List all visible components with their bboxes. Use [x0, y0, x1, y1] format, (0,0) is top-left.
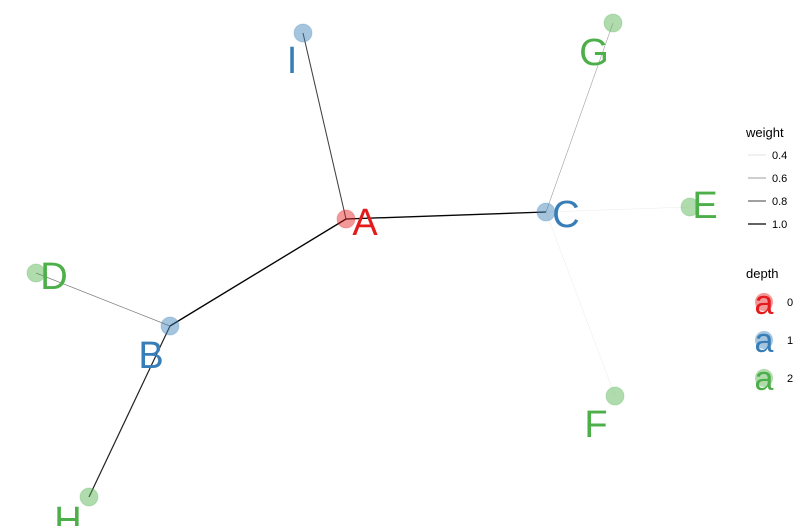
legend-weight-label-3: 1.0 — [772, 219, 787, 231]
legend-weight-label-1: 0.6 — [772, 173, 787, 185]
node-f — [605, 386, 625, 406]
edge-c-g — [545, 22, 614, 213]
edge-c-e — [545, 206, 691, 213]
legend-weight-label-2: 0.8 — [772, 196, 787, 208]
node-label-c: C — [552, 194, 579, 236]
legend-weight-label-0: 0.4 — [772, 150, 787, 162]
node-h — [79, 487, 99, 507]
node-b — [160, 316, 180, 336]
legend-depth-label-1: 1 — [787, 335, 793, 347]
legend-weight-title: weight — [745, 125, 784, 140]
legend-depth-glyph-1: a — [755, 322, 774, 360]
edge-b-h — [88, 325, 171, 498]
node-label-b: B — [138, 335, 163, 377]
node-label-h: H — [54, 500, 81, 526]
legend-depth-point-1 — [755, 331, 773, 349]
node-label-g: G — [579, 32, 609, 74]
edge-a-b — [169, 218, 347, 327]
edge-a-i — [302, 32, 347, 220]
node-label-a: A — [352, 202, 378, 244]
legend-depth-point-2 — [755, 369, 773, 387]
node-c — [536, 202, 556, 222]
legend-weight: weight 0.4 0.6 0.8 1.0 — [745, 125, 787, 231]
legend-depth-label-0: 0 — [787, 297, 793, 309]
legend-depth: depth a 0 a 1 a 2 — [746, 266, 793, 398]
nodes-layer — [26, 13, 700, 507]
edge-b-d — [35, 272, 171, 327]
node-label-f: F — [584, 404, 607, 446]
labels-layer: A B C I D H G E F — [40, 32, 717, 526]
node-label-e: E — [692, 185, 717, 227]
node-i — [293, 23, 313, 43]
edges-layer — [35, 22, 691, 498]
legend-depth-point-0 — [755, 293, 773, 311]
node-label-d: D — [40, 256, 67, 298]
legend-depth-glyph-0: a — [755, 284, 774, 322]
legend-depth-label-2: 2 — [787, 373, 793, 385]
edge-a-c — [345, 211, 547, 220]
node-a — [336, 209, 356, 229]
node-d — [26, 263, 46, 283]
node-g — [603, 13, 623, 33]
node-e — [680, 197, 700, 217]
edge-c-f — [545, 211, 616, 397]
legend-depth-title: depth — [746, 266, 779, 281]
legend-depth-glyph-2: a — [755, 360, 774, 398]
node-label-i: I — [287, 40, 298, 82]
